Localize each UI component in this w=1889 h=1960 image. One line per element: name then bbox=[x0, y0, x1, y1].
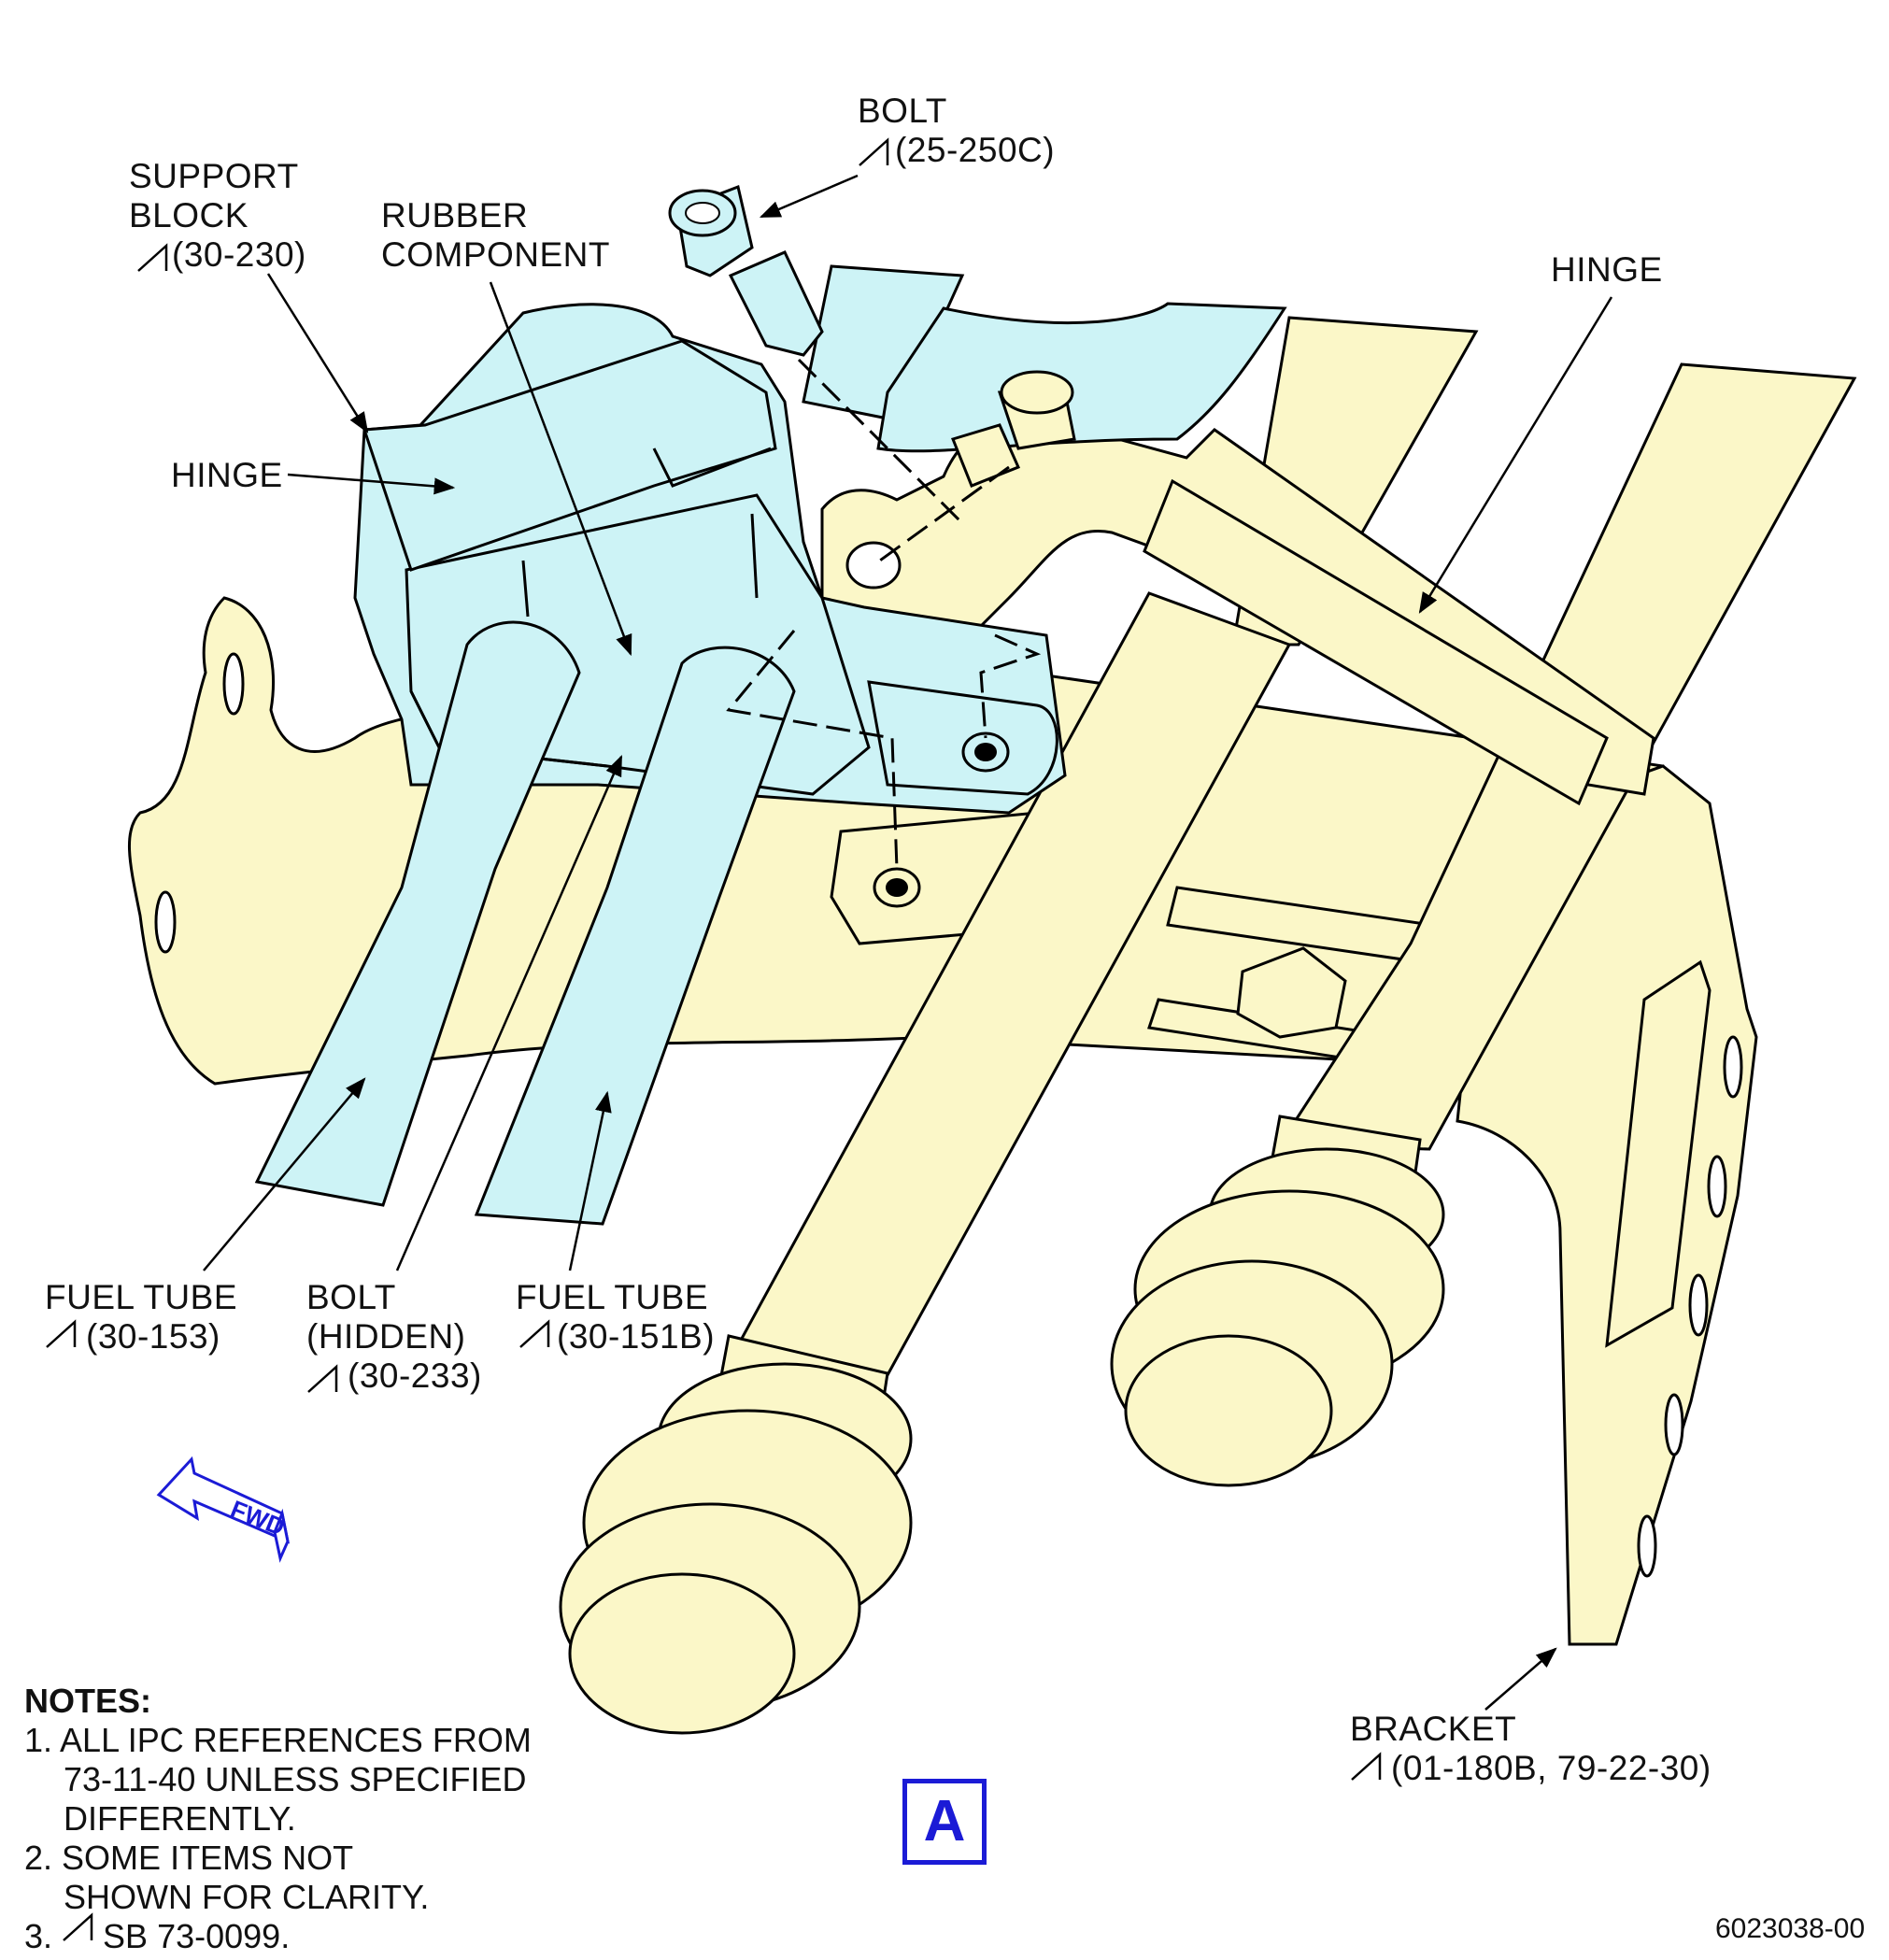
rubber-component-line1: RUBBER bbox=[381, 196, 529, 234]
blue-hinge bbox=[362, 339, 777, 572]
bolt-hidden-line1: BOLT bbox=[306, 1278, 396, 1316]
hex-nut bbox=[1236, 946, 1347, 1039]
note-1-line: DIFFERENTLY. bbox=[64, 1799, 296, 1838]
label-hinge-left: HINGE bbox=[171, 456, 283, 495]
note-2-line: SOME ITEMS NOT bbox=[62, 1839, 354, 1877]
bracket-ref: (01-180B, 79-22-30) bbox=[1391, 1749, 1711, 1787]
figure-id: 6023038-00 bbox=[1715, 1913, 1866, 1944]
hinge-hole bbox=[845, 541, 902, 589]
fuel-tube-left-name: FUEL TUBE bbox=[45, 1278, 237, 1316]
hinge-right-text: HINGE bbox=[1551, 250, 1663, 289]
bolt-top-ref: (25-250C) bbox=[895, 131, 1056, 169]
fuel-tube-right-ref: (30-151B) bbox=[557, 1317, 716, 1356]
label-bolt-top: BOLT (25-250C) bbox=[858, 92, 1055, 170]
bracket-hole bbox=[1637, 1514, 1657, 1578]
leader-lines bbox=[203, 174, 1613, 1711]
fuel-tube-right bbox=[474, 646, 796, 1226]
fuel-tube-left-ref: (30-153) bbox=[86, 1317, 220, 1356]
hinge-left-text: HINGE bbox=[171, 456, 283, 494]
label-fuel-tube-left: FUEL TUBE (30-153) bbox=[45, 1278, 237, 1356]
note-2-num: 2. bbox=[24, 1839, 53, 1877]
support-block-line1: SUPPORT bbox=[129, 157, 299, 195]
label-support-block: SUPPORT BLOCK (30-230) bbox=[129, 157, 306, 275]
alignment-lines bbox=[726, 358, 1042, 870]
threaded-hole bbox=[886, 878, 908, 897]
fuel-tube-right-name: FUEL TUBE bbox=[516, 1278, 708, 1316]
note-3-line: SB 73-0099. bbox=[103, 1917, 291, 1955]
rubber-component-line2: COMPONENT bbox=[381, 235, 610, 274]
bolt-second bbox=[950, 370, 1076, 488]
bolt-top-name: BOLT bbox=[858, 92, 947, 130]
note-1-line: 73-11-40 UNLESS SPECIFIED bbox=[64, 1760, 527, 1798]
bolt-hidden-line2: (HIDDEN) bbox=[306, 1317, 466, 1356]
note-2: 2. SOME ITEMS NOT bbox=[24, 1839, 532, 1878]
notes-block: NOTES: 1. ALL IPC REFERENCES FROM 73-11-… bbox=[24, 1682, 532, 1956]
bracket-hole bbox=[1707, 1155, 1727, 1218]
label-hinge-right: HINGE bbox=[1551, 250, 1663, 290]
note-1: 1. ALL IPC REFERENCES FROM bbox=[24, 1721, 532, 1760]
support-tab bbox=[867, 680, 1058, 796]
label-bolt-hidden: BOLT (HIDDEN) (30-233) bbox=[306, 1278, 482, 1396]
plate-hole bbox=[154, 890, 177, 954]
bolt-hidden-ref: (30-233) bbox=[348, 1356, 482, 1395]
bracket-flange bbox=[1605, 959, 1711, 1348]
coupling-left bbox=[559, 1334, 913, 1735]
label-bracket: BRACKET (01-180B, 79-22-30) bbox=[1350, 1710, 1711, 1788]
view-letter-box: A bbox=[902, 1779, 987, 1865]
hinge-plate bbox=[1143, 478, 1609, 806]
bracket-hole bbox=[1664, 1393, 1684, 1456]
bracket-hole bbox=[1723, 1035, 1743, 1099]
label-rubber-component: RUBBER COMPONENT bbox=[381, 196, 610, 275]
support-block-ref: (30-230) bbox=[172, 235, 306, 274]
note-3: 3. SB 73-0099. bbox=[24, 1917, 532, 1956]
fuel-tube-left bbox=[254, 620, 581, 1207]
notes-title: NOTES: bbox=[24, 1682, 152, 1720]
blue-strip-back bbox=[876, 302, 1287, 453]
label-fuel-tube-right: FUEL TUBE (30-151B) bbox=[516, 1278, 715, 1356]
note-3-num: 3. bbox=[24, 1917, 53, 1955]
note-1-line: ALL IPC REFERENCES FROM bbox=[60, 1721, 532, 1759]
note-2-line: SHOWN FOR CLARITY. bbox=[64, 1878, 430, 1916]
coupling-right bbox=[1110, 1115, 1445, 1487]
threaded-hole bbox=[974, 743, 997, 761]
support-block-line2: BLOCK bbox=[129, 196, 249, 234]
bolt-top bbox=[668, 184, 824, 357]
fwd-arrow-icon: FWD bbox=[156, 1456, 291, 1563]
bracket-name: BRACKET bbox=[1350, 1710, 1517, 1748]
plate-hole bbox=[222, 652, 245, 716]
bracket-hole bbox=[1688, 1273, 1709, 1337]
note-1-num: 1. bbox=[24, 1721, 53, 1759]
sb-callout-symbols bbox=[46, 137, 1382, 1941]
